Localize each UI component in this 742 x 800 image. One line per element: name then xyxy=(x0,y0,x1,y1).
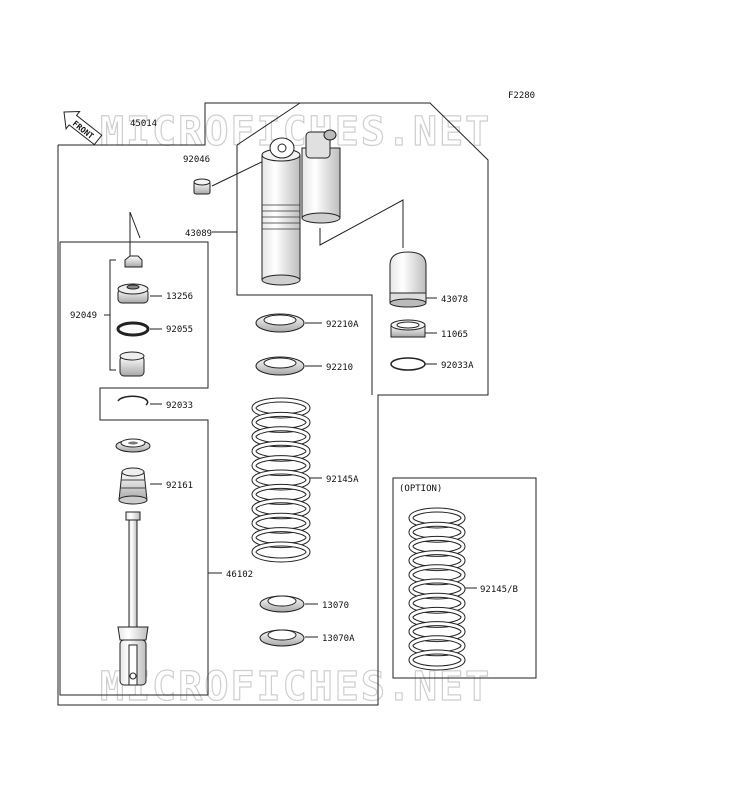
part-label-92210A[interactable]: 92210A xyxy=(326,320,359,330)
part-label-13070[interactable]: 13070 xyxy=(322,601,349,611)
spring-coil-highlight xyxy=(409,650,465,670)
part-label-92145A[interactable]: 92145A xyxy=(326,475,359,485)
front-arrow-icon: FRONT xyxy=(63,110,103,146)
bush-92046 xyxy=(193,178,211,195)
spring-92145A xyxy=(251,397,311,563)
cap-11065 xyxy=(390,319,426,338)
part-label-92210[interactable]: 92210 xyxy=(326,363,353,373)
nut xyxy=(124,255,143,268)
diagram-code: F2280 xyxy=(508,91,535,101)
part-label-43078[interactable]: 43078 xyxy=(441,295,468,305)
part-label-45014[interactable]: 45014 xyxy=(130,119,157,129)
spring-92145B xyxy=(408,507,466,671)
rod-46102 xyxy=(117,511,149,686)
part-label-92046[interactable]: 92046 xyxy=(183,155,210,165)
watermark-top: MICROFICHES.NET xyxy=(100,109,491,155)
locknut-92210 xyxy=(255,356,305,376)
cap-13256 xyxy=(117,283,149,304)
seat xyxy=(115,438,151,453)
valve-92049 xyxy=(119,351,145,377)
part-label-92145B[interactable]: 92145/B xyxy=(480,585,518,595)
option-box xyxy=(392,477,537,679)
part-label-11065[interactable]: 11065 xyxy=(441,330,468,340)
assembly-frame-43089 xyxy=(236,145,373,395)
locknut-92210A xyxy=(255,313,305,333)
part-label-46102[interactable]: 46102 xyxy=(226,570,253,580)
circlip-92033 xyxy=(117,395,149,406)
part-label-92055[interactable]: 92055 xyxy=(166,325,193,335)
watermark-bottom: MICROFICHES.NET xyxy=(100,664,491,710)
assembly-frame-45014 xyxy=(57,102,489,706)
oring-92055 xyxy=(116,321,150,337)
spring-seat-13070A xyxy=(259,629,305,647)
part-label-92161[interactable]: 92161 xyxy=(166,481,193,491)
spring-coil-highlight xyxy=(252,542,310,562)
bump-stop-92161 xyxy=(118,467,148,505)
part-label-92049[interactable]: 92049 xyxy=(70,311,97,321)
assembly-frame-46102 xyxy=(59,241,209,696)
circlip-92033A xyxy=(390,357,426,371)
spring-seat-13070 xyxy=(259,595,305,613)
shock-body-43089 xyxy=(261,129,341,286)
part-label-92033A[interactable]: 92033A xyxy=(441,361,474,371)
part-label-13256[interactable]: 13256 xyxy=(166,292,193,302)
part-label-43089[interactable]: 43089 xyxy=(185,229,212,239)
part-label-13070A[interactable]: 13070A xyxy=(322,634,355,644)
reservoir-43078 xyxy=(389,251,427,308)
part-label-92033[interactable]: 92033 xyxy=(166,401,193,411)
option-label: (OPTION) xyxy=(399,484,442,494)
